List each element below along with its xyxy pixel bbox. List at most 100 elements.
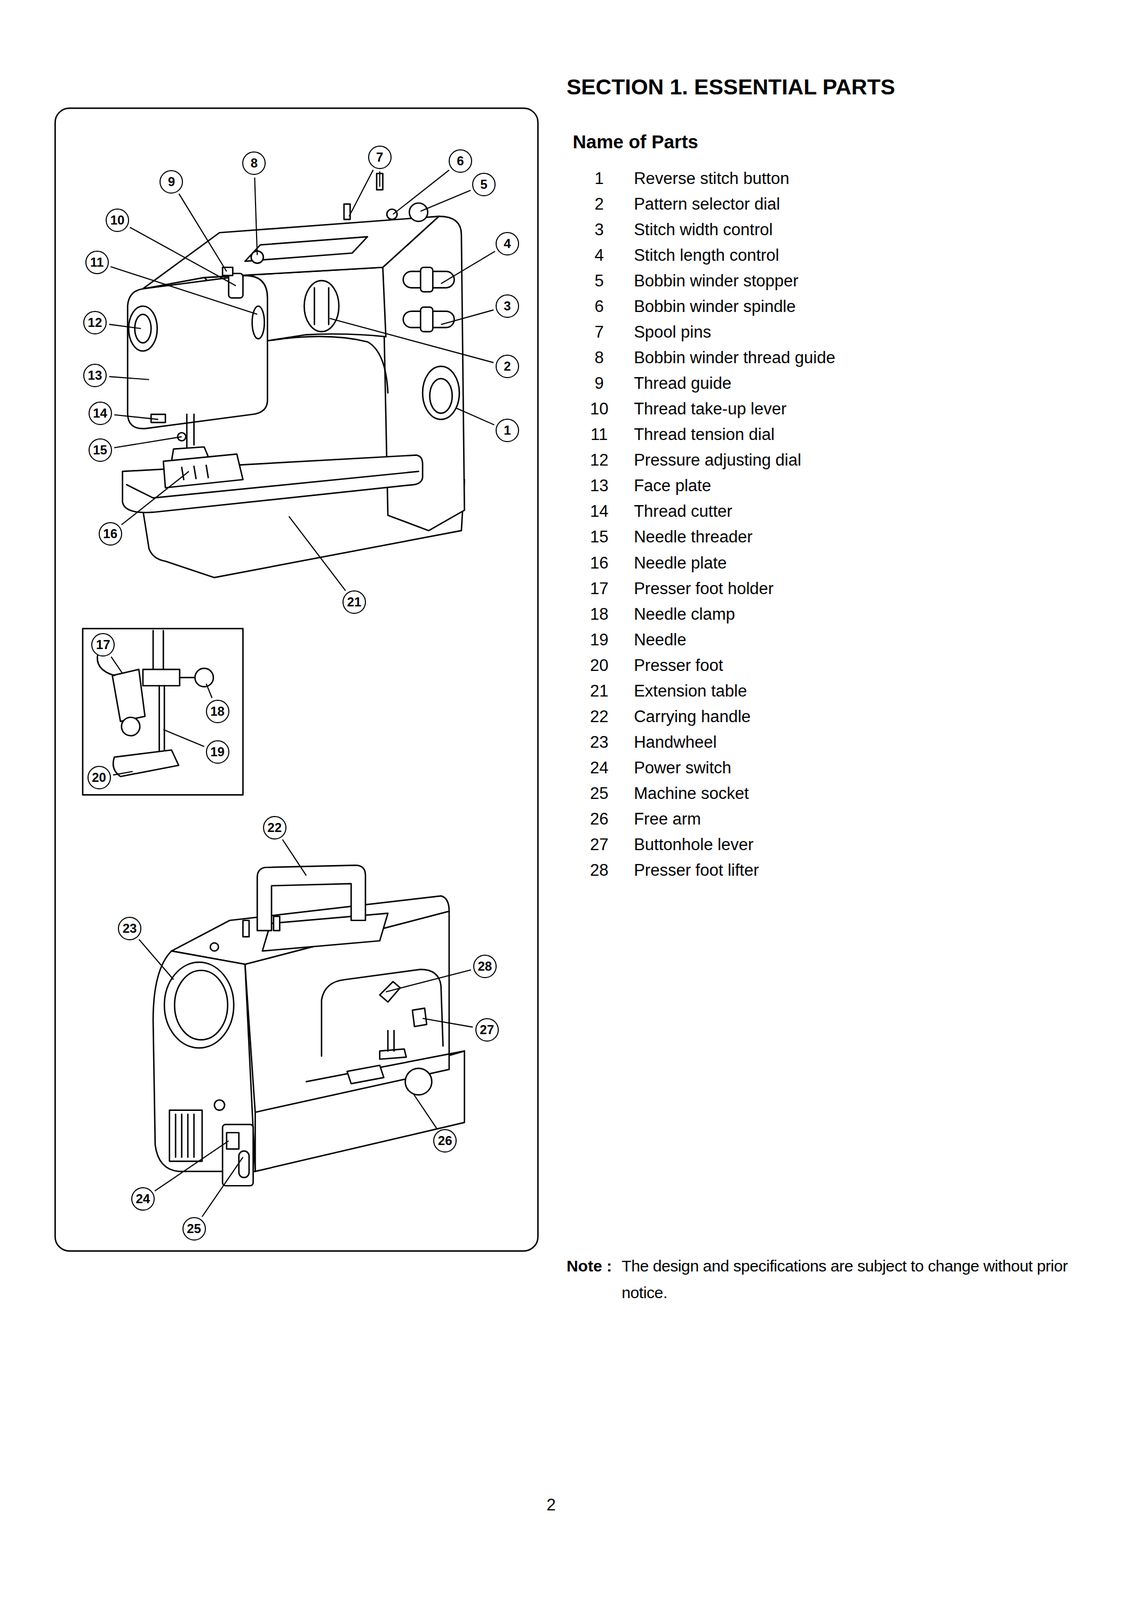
leader-line [441, 251, 496, 284]
front-view-machine [122, 173, 465, 578]
callout-number: 25 [182, 1217, 206, 1241]
back-view-machine-part [174, 970, 228, 1041]
part-name: Pattern selector dial [633, 194, 780, 214]
callout-number: 16 [98, 522, 123, 546]
leader-line [109, 324, 142, 329]
part-number: 17 [590, 579, 609, 599]
callout-number: 10 [105, 208, 130, 233]
front-view-machine-part [386, 209, 397, 220]
part-number: 6 [594, 297, 604, 317]
part-number: 12 [590, 450, 609, 471]
back-view-machine-part [244, 911, 450, 1113]
part-number: 21 [590, 681, 609, 702]
callout-number: 22 [263, 816, 287, 840]
list-heading: Name of Parts [572, 131, 698, 153]
callout-number: 5 [472, 172, 496, 197]
part-number: 9 [594, 373, 604, 394]
back-view-machine-part [164, 962, 234, 1049]
needle-inset-part [179, 676, 197, 679]
front-view-machine-part [429, 378, 453, 414]
part-number: 28 [590, 861, 609, 881]
leader-line [178, 193, 227, 272]
front-view-machine-part [267, 336, 388, 394]
part-name: Bobbin winder stopper [633, 271, 799, 291]
back-view-machine-part [171, 896, 449, 965]
back-view-machine-part [273, 916, 280, 931]
part-name: Thread tension dial [633, 425, 775, 445]
part-number: 5 [594, 271, 604, 291]
back-view-machine-part [405, 1068, 433, 1096]
leader-line [113, 771, 133, 776]
back-view-machine-part [222, 1124, 253, 1186]
part-name: Presser foot lifter [633, 861, 759, 881]
front-view-machine-part [252, 306, 265, 339]
callout-number: 9 [159, 170, 183, 194]
part-name: Face plate [633, 476, 712, 496]
part-number: 10 [590, 399, 609, 419]
part-name: Spool pins [633, 322, 712, 342]
back-view-machine-part [347, 1065, 385, 1084]
part-number: 23 [590, 733, 609, 753]
part-name: Handwheel [633, 733, 717, 753]
part-name: Needle threader [633, 527, 753, 547]
callout-number: 24 [131, 1187, 155, 1212]
needle-inset-part [113, 750, 179, 777]
back-view-machine-part [262, 913, 388, 952]
part-name: Pressure adjusting dial [633, 450, 802, 471]
part-name: Thread take-up lever [633, 399, 787, 419]
front-view-machine-part [142, 216, 440, 290]
leader-line [413, 1094, 437, 1130]
leader-line [139, 939, 174, 980]
part-name: Presser foot [633, 656, 723, 676]
front-view-machine-part [314, 288, 329, 325]
front-view-machine-part [127, 275, 268, 429]
leader-line [114, 415, 158, 420]
callout-number: 18 [205, 699, 230, 724]
needle-inset-part [153, 630, 164, 670]
part-name: Bobbin winder thread guide [633, 348, 835, 368]
leader-line [379, 171, 381, 187]
leader-line [289, 516, 346, 591]
leader-line [110, 656, 123, 674]
back-view-machine-part [379, 1030, 407, 1060]
leader-line [329, 318, 494, 363]
front-view-machine-part [420, 267, 433, 292]
part-number: 2 [594, 194, 604, 214]
callout-number: 17 [91, 633, 115, 657]
part-name: Power switch [633, 758, 732, 778]
needle-inset-part [194, 668, 213, 687]
leader-line [114, 436, 182, 449]
callout-number: 2 [495, 354, 520, 379]
leader-line [163, 729, 205, 747]
section-title: SECTION 1. ESSENTIAL PARTS [566, 74, 896, 100]
leader-line [422, 1018, 473, 1027]
needle-inset [82, 628, 243, 796]
part-number: 18 [590, 604, 609, 625]
part-name: Stitch length control [633, 245, 779, 266]
part-number: 4 [594, 245, 604, 266]
callout-number: 23 [117, 917, 142, 941]
leader-line [456, 408, 495, 425]
callout-number: 21 [342, 590, 366, 615]
leader-line [441, 309, 495, 325]
front-view-machine-part [128, 306, 158, 352]
part-name: Reverse stitch button [633, 169, 790, 189]
leader-line [282, 839, 307, 876]
part-number: 19 [590, 630, 609, 650]
leader-line [130, 227, 236, 286]
back-view-machine [153, 865, 465, 1186]
part-number: 22 [590, 707, 609, 727]
part-name: Thread guide [633, 373, 732, 394]
front-view-machine-part [344, 204, 350, 220]
leader-line [202, 1157, 244, 1218]
part-name: Needle clamp [633, 604, 736, 625]
front-view-machine-part [420, 307, 433, 332]
back-view-machine-part [321, 969, 444, 1057]
callout-number: 3 [495, 294, 520, 318]
part-number: 27 [590, 835, 609, 855]
part-name: Bobbin winder spindle [633, 297, 796, 317]
part-name: Presser foot holder [633, 579, 774, 599]
part-number: 25 [590, 784, 609, 804]
